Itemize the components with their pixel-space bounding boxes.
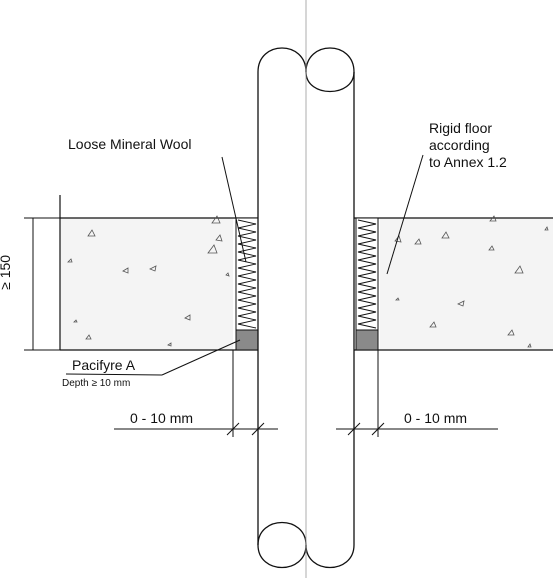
rigid-floor-line-3: to Annex 1.2 bbox=[429, 153, 507, 170]
concrete-texture bbox=[67, 215, 549, 348]
rigid-floor-line-1: Rigid floor bbox=[429, 120, 493, 136]
leader-lines bbox=[65, 154, 424, 376]
floor-slab-outline bbox=[59, 195, 553, 351]
rigid-floor-line-2: according bbox=[429, 136, 490, 153]
sealant-depth-label: Depth ≥ 10 mm bbox=[62, 378, 131, 389]
mineral-wool-right bbox=[357, 219, 377, 329]
gap-left-label: 0 - 10 mm bbox=[130, 410, 194, 426]
thickness-dimension bbox=[24, 217, 60, 351]
loose-mineral-wool-label: Loose Mineral Wool bbox=[68, 136, 192, 152]
thickness-label: ≥ 150 bbox=[0, 254, 14, 290]
mineral-wool-left bbox=[237, 219, 257, 329]
sealant-name-label: Pacifyre A bbox=[72, 357, 136, 373]
pipe bbox=[257, 47, 355, 568]
floor-slab-right bbox=[380, 218, 553, 350]
gap-dimension-left bbox=[114, 350, 278, 437]
gap-dimension-right bbox=[336, 350, 498, 437]
sealant-right bbox=[355, 329, 379, 351]
gap-right-label: 0 - 10 mm bbox=[404, 410, 468, 426]
floor-slab-left bbox=[60, 218, 233, 350]
rigid-floor-label: Rigid floor according to Annex 1.2 bbox=[429, 120, 553, 170]
